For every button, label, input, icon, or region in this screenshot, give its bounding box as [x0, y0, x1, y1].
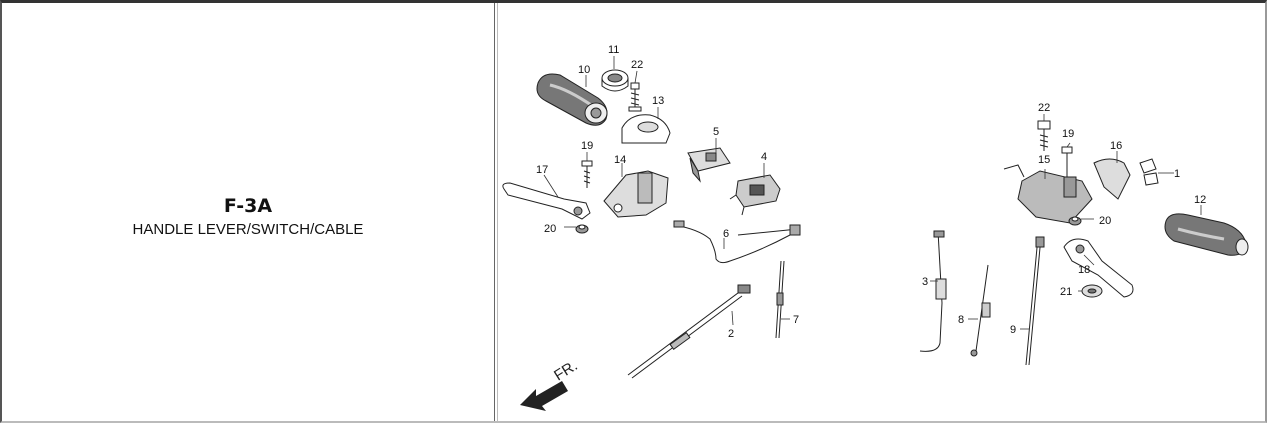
left-lever-part: [502, 182, 591, 220]
callout-8: 8: [958, 314, 964, 326]
callout-9: 9: [1010, 324, 1016, 336]
cell-divider-inner: [497, 3, 498, 421]
callout-22-left: 22: [631, 59, 643, 71]
callout-20-left: 20: [544, 223, 556, 235]
clamp-part: [1139, 158, 1159, 186]
front-direction-label: FR.: [551, 357, 581, 384]
callout-7: 7: [793, 314, 799, 326]
screw-part-right: [1037, 120, 1051, 151]
screw-part: [628, 82, 642, 112]
section-header-cell: F-3A HANDLE LEVER/SWITCH/CABLE: [2, 3, 494, 421]
nut-part-right: [1068, 216, 1082, 226]
callout-2: 2: [728, 328, 734, 340]
leader-lines: [543, 56, 1202, 330]
exploded-parts-diagram: FR. 1 2 3 4 5 6 7 8 9 10 11 12 13 14 15 …: [498, 3, 1264, 421]
left-grip-part: [536, 73, 608, 126]
choke-cable-part: [970, 264, 991, 357]
callout-20-right: 20: [1099, 215, 1111, 227]
right-lever-part: [1063, 238, 1134, 298]
callout-1: 1: [1174, 168, 1180, 180]
throttle-cable-part: [775, 260, 785, 339]
callout-6: 6: [723, 228, 729, 240]
nut-part: [575, 224, 589, 234]
right-grip-part: [1164, 213, 1249, 256]
callout-18: 18: [1078, 264, 1090, 276]
callout-16: 16: [1110, 140, 1122, 152]
section-title: HANDLE LEVER/SWITCH/CABLE: [132, 221, 364, 238]
section-code: F-3A: [223, 195, 273, 217]
callout-labels: 1 2 3 4 5 6 7 8 9 10 11 12 13 14 15 16 1…: [536, 44, 1206, 340]
callout-22-right: 22: [1038, 102, 1050, 114]
cell-divider: [494, 3, 495, 421]
wire-harness-part: [673, 220, 801, 264]
callout-14: 14: [614, 154, 626, 166]
clutch-cable-part: [919, 230, 947, 352]
front-direction-arrow: FR.: [520, 357, 581, 411]
parts-drawing: FR. 1 2 3 4 5 6 7 8 9 10 11 12 13 14 15 …: [502, 44, 1249, 411]
right-switch-assembly-part: [729, 174, 781, 216]
right-lever-bracket-part: [1003, 164, 1093, 224]
bolt-part-right: [1061, 146, 1073, 178]
callout-11: 11: [608, 44, 619, 56]
callout-10: 10: [578, 64, 590, 76]
callout-12: 12: [1194, 194, 1206, 206]
brake-cable-part: [627, 284, 751, 379]
bracket-cover-part: [1093, 158, 1131, 200]
lever-collar-part: [1081, 284, 1103, 298]
callout-5: 5: [713, 126, 719, 138]
housing-cover-part: [621, 114, 671, 144]
callout-15: 15: [1038, 154, 1050, 166]
callout-19-right: 19: [1062, 128, 1074, 140]
collar-part: [601, 69, 629, 92]
callout-17: 17: [536, 164, 548, 176]
callout-13: 13: [652, 95, 664, 107]
callout-21: 21: [1060, 286, 1072, 298]
callout-19-left: 19: [581, 140, 593, 152]
bolt-part: [581, 160, 593, 188]
callout-3: 3: [922, 276, 928, 288]
speedometer-cable-part: [1025, 236, 1045, 366]
callout-4: 4: [761, 151, 767, 163]
left-lever-bracket-part: [603, 170, 669, 218]
left-switch-part: [687, 147, 731, 183]
